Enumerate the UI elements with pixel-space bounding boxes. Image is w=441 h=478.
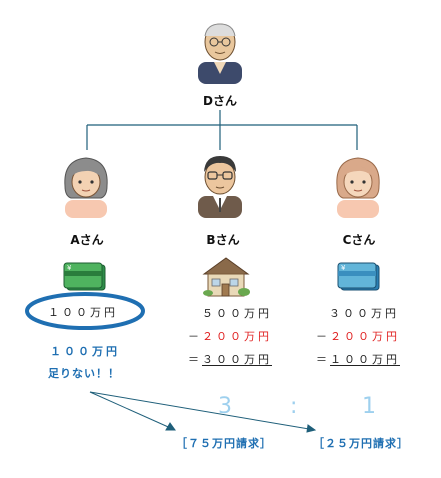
bankbook-blue-icon: ¥ [337,262,380,291]
house-icon [202,257,250,297]
person-a-note-amount: １００万円 [50,345,120,358]
bankbook-green-icon: ¥ [63,262,106,291]
person-b-avatar [198,156,242,218]
person-b-line3-row: ＝３００万円 [188,351,272,367]
person-c-line3: １００万円 [330,353,400,366]
person-b-line3: ３００万円 [202,353,272,366]
person-d-avatar [198,23,242,84]
person-c-minus: － [316,330,330,343]
person-b-line1: ５００万円 [202,307,272,320]
person-c-line3-row: ＝１００万円 [316,351,400,367]
person-b-name: Bさん [206,233,240,247]
person-b-line2: ２００万円 [202,330,272,343]
svg-text:¥: ¥ [341,264,346,272]
person-c-line1: ３００万円 [329,307,399,320]
person-b-minus: － [188,330,202,343]
person-c-avatar [336,157,380,218]
claim-right: ［２５万円請求］ [313,437,409,450]
person-a-note-shortage: 足りない！！ [48,367,120,380]
ratio-right: 1 [362,394,376,419]
arrow-left-head [165,422,176,431]
person-c-line2-row: －２００万円 [316,328,400,344]
person-a-name: Aさん [70,233,104,247]
person-a-asset: １００万円 [48,306,118,319]
person-d-name: Dさん [203,94,237,108]
person-c-equals: ＝ [316,353,330,366]
person-b-line2-row: －２００万円 [188,328,272,344]
person-a-avatar [64,157,108,218]
claim-left: ［７５万円請求］ [176,437,272,450]
ratio-left: 3 [218,394,232,419]
ratio-separator: : [290,394,298,419]
arrow-right-head [306,424,317,433]
svg-text:¥: ¥ [67,264,72,272]
person-b-equals: ＝ [188,353,202,366]
person-c-name: Cさん [342,233,376,247]
amount-highlight-ellipse [25,292,145,330]
arrow-right-line [89,391,316,431]
person-c-line2: ２００万円 [330,330,400,343]
arrow-left-line [89,391,176,431]
